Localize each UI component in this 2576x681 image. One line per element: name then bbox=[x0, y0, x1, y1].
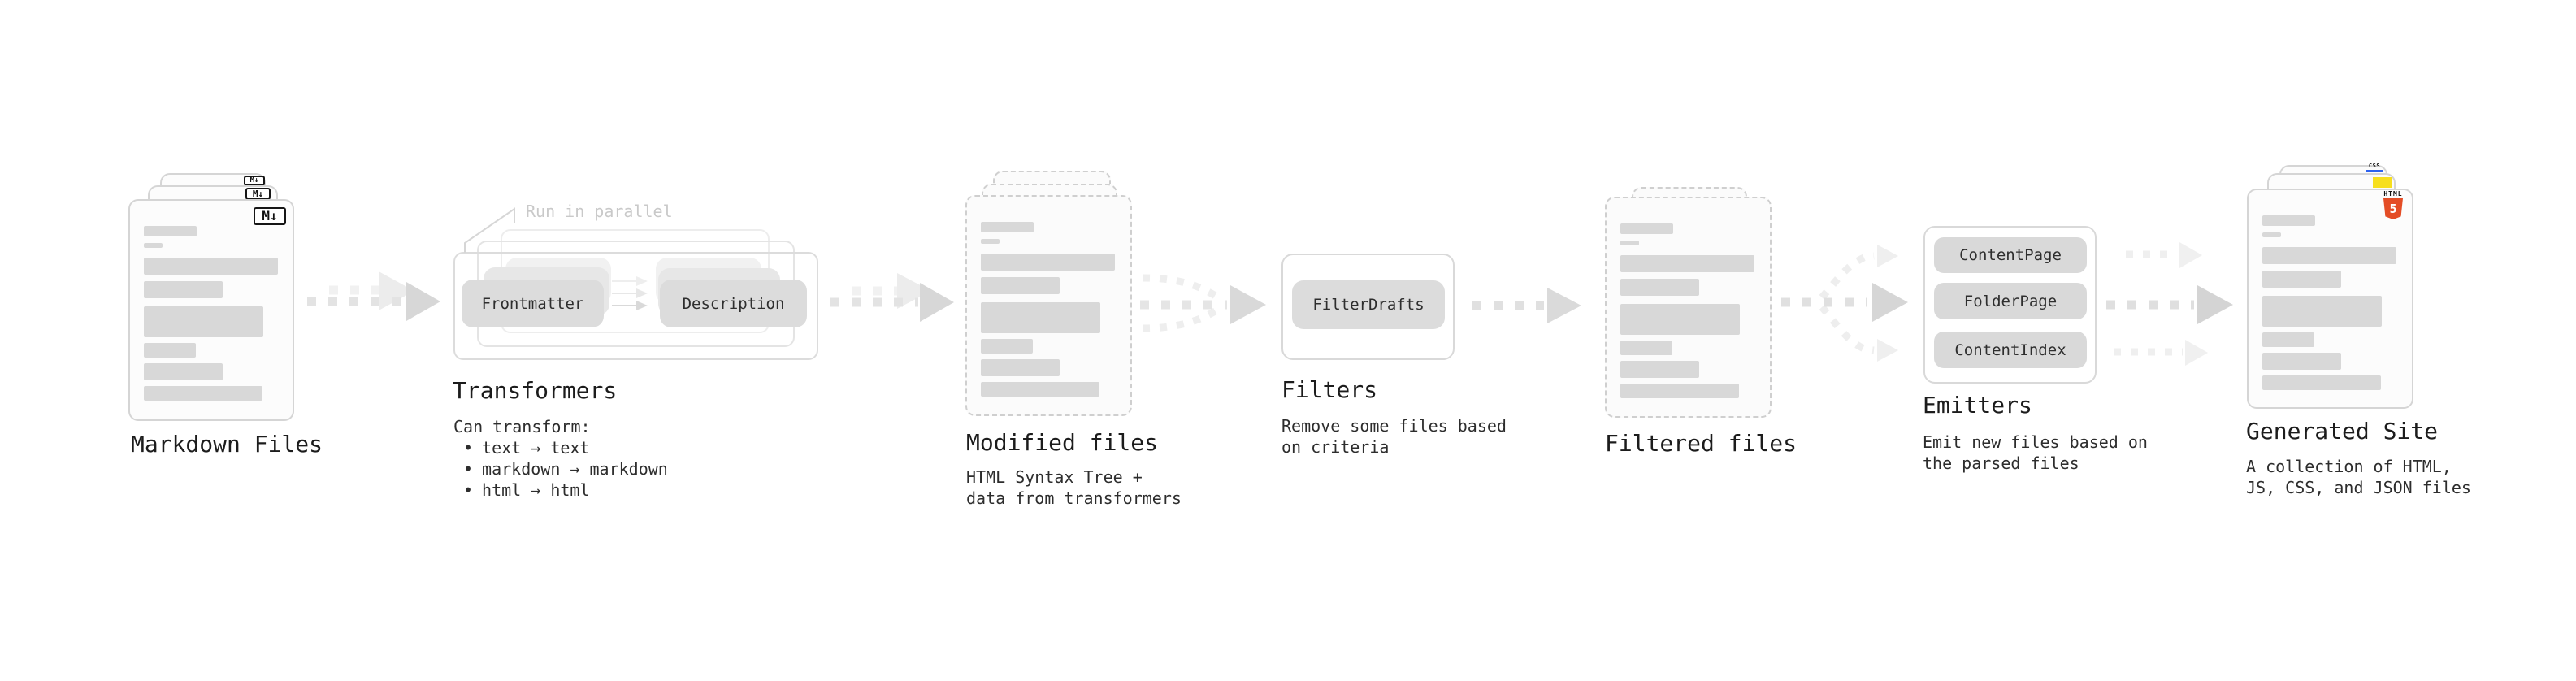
html5-icon-shield: 5 bbox=[2383, 198, 2403, 219]
content-bar bbox=[2262, 296, 2382, 327]
contentpage-pill: ContentPage bbox=[1934, 237, 2087, 273]
content-bar bbox=[981, 254, 1115, 271]
content-bar bbox=[2262, 353, 2341, 370]
filtered-file-card bbox=[1605, 197, 1772, 418]
stage-title-generated-site: Generated Site bbox=[2246, 418, 2439, 445]
caption-line: Remove some files based bbox=[1281, 416, 1507, 436]
stage-title-filtered-files: Filtered files bbox=[1605, 430, 1798, 457]
bullet-item: • markdown → markdown bbox=[463, 458, 668, 479]
content-bar bbox=[981, 359, 1060, 376]
html5-icon: HTML 5 bbox=[2383, 191, 2404, 219]
content-bar bbox=[2262, 271, 2341, 288]
caption-line: on criteria bbox=[1281, 437, 1390, 457]
transformers-note: Can transform: bbox=[453, 417, 591, 436]
arrow-markdown-to-transformers bbox=[307, 271, 440, 321]
arrow-emitters-to-site bbox=[2106, 242, 2233, 366]
css-icon-bar bbox=[2366, 170, 2383, 172]
generated-site-stack: CSS HTML 5 bbox=[2247, 163, 2419, 410]
caption-line: HTML Syntax Tree + bbox=[966, 467, 1143, 487]
filterdrafts-pill: FilterDrafts bbox=[1292, 280, 1445, 329]
html-file-card bbox=[2247, 189, 2413, 409]
bullet-text: text → text bbox=[482, 438, 590, 458]
folderpage-pill: FolderPage bbox=[1934, 283, 2087, 319]
css-icon-label: CSS bbox=[2368, 163, 2381, 169]
content-bar bbox=[2262, 232, 2281, 237]
bullet-dot: • bbox=[463, 438, 474, 458]
content-bar bbox=[144, 258, 278, 275]
markdown-files-stack: M↓ M↓ M↓ bbox=[128, 173, 301, 425]
content-bar bbox=[144, 363, 223, 380]
bullet-item: • text → text bbox=[463, 437, 668, 458]
content-bar bbox=[1620, 223, 1673, 234]
caption-line: data from transformers bbox=[966, 488, 1182, 508]
content-bar bbox=[1620, 340, 1672, 355]
stage-title-emitters: Emitters bbox=[1923, 392, 2032, 419]
html5-icon-label: HTML bbox=[2383, 190, 2403, 197]
content-bar bbox=[981, 339, 1033, 354]
emitters-caption: Emit new files based on the parsed files bbox=[1923, 432, 2148, 474]
filtered-files-stack bbox=[1605, 187, 1777, 418]
content-bar bbox=[1620, 304, 1740, 335]
bullet-dot: • bbox=[463, 480, 474, 500]
caption-line: the parsed files bbox=[1923, 453, 2079, 473]
content-bar bbox=[144, 386, 262, 401]
content-bar bbox=[144, 281, 223, 298]
modified-file-card bbox=[965, 195, 1132, 416]
content-bar bbox=[981, 382, 1099, 397]
content-bar bbox=[981, 302, 1100, 333]
markdown-icon: M↓ bbox=[254, 207, 286, 225]
markdown-file-card bbox=[128, 199, 294, 421]
content-bar bbox=[2262, 332, 2314, 347]
filters-caption: Remove some files based on criteria bbox=[1281, 415, 1507, 458]
javascript-icon bbox=[2373, 177, 2392, 188]
description-pill: Description bbox=[660, 280, 807, 327]
bullet-dot: • bbox=[463, 459, 474, 479]
stage-title-filters: Filters bbox=[1281, 376, 1378, 403]
stage-title-markdown-files: Markdown Files bbox=[131, 431, 323, 458]
content-bar bbox=[1620, 384, 1739, 398]
modified-files-caption: HTML Syntax Tree + data from transformer… bbox=[966, 466, 1182, 509]
stage-title-transformers: Transformers bbox=[453, 377, 618, 404]
caption-line: Emit new files based on bbox=[1923, 432, 2148, 452]
content-bar bbox=[1620, 241, 1639, 245]
frontmatter-pill: Frontmatter bbox=[462, 280, 604, 327]
arrow-transformers-to-modified bbox=[830, 273, 954, 322]
content-bar bbox=[981, 239, 1000, 244]
content-bar bbox=[144, 226, 197, 236]
arrow-filters-to-filtered bbox=[1472, 288, 1581, 323]
arrow-modified-to-filters-merge bbox=[1140, 274, 1266, 332]
caption-line: JS, CSS, and JSON files bbox=[2246, 478, 2471, 497]
content-bar bbox=[2262, 375, 2381, 390]
contentindex-pill: ContentIndex bbox=[1934, 332, 2087, 368]
content-bar bbox=[144, 306, 263, 337]
bullet-text: html → html bbox=[482, 480, 590, 500]
bullet-text: markdown → markdown bbox=[482, 459, 668, 479]
content-bar bbox=[1620, 361, 1699, 378]
content-bar bbox=[144, 343, 196, 358]
content-bar bbox=[981, 222, 1034, 232]
stage-title-modified-files: Modified files bbox=[966, 429, 1159, 456]
arrow-filtered-to-emitters-fan bbox=[1781, 245, 1908, 362]
markdown-icon: M↓ bbox=[245, 188, 271, 200]
modified-files-stack bbox=[965, 171, 1138, 418]
content-bar bbox=[2262, 215, 2315, 226]
content-bar bbox=[2262, 247, 2396, 264]
css-icon: CSS bbox=[2366, 163, 2383, 172]
generated-site-caption: A collection of HTML, JS, CSS, and JSON … bbox=[2246, 456, 2471, 498]
transformer-box bbox=[453, 252, 818, 360]
bullet-item: • html → html bbox=[463, 479, 668, 501]
content-bar bbox=[981, 277, 1060, 294]
run-in-parallel-label: Run in parallel bbox=[526, 202, 673, 221]
transformers-bullet-list: • text → text • markdown → markdown • html … bbox=[463, 437, 668, 501]
content-bar bbox=[1620, 255, 1754, 272]
content-bar bbox=[1620, 279, 1699, 296]
content-bar bbox=[144, 243, 163, 248]
caption-line: A collection of HTML, bbox=[2246, 457, 2452, 476]
